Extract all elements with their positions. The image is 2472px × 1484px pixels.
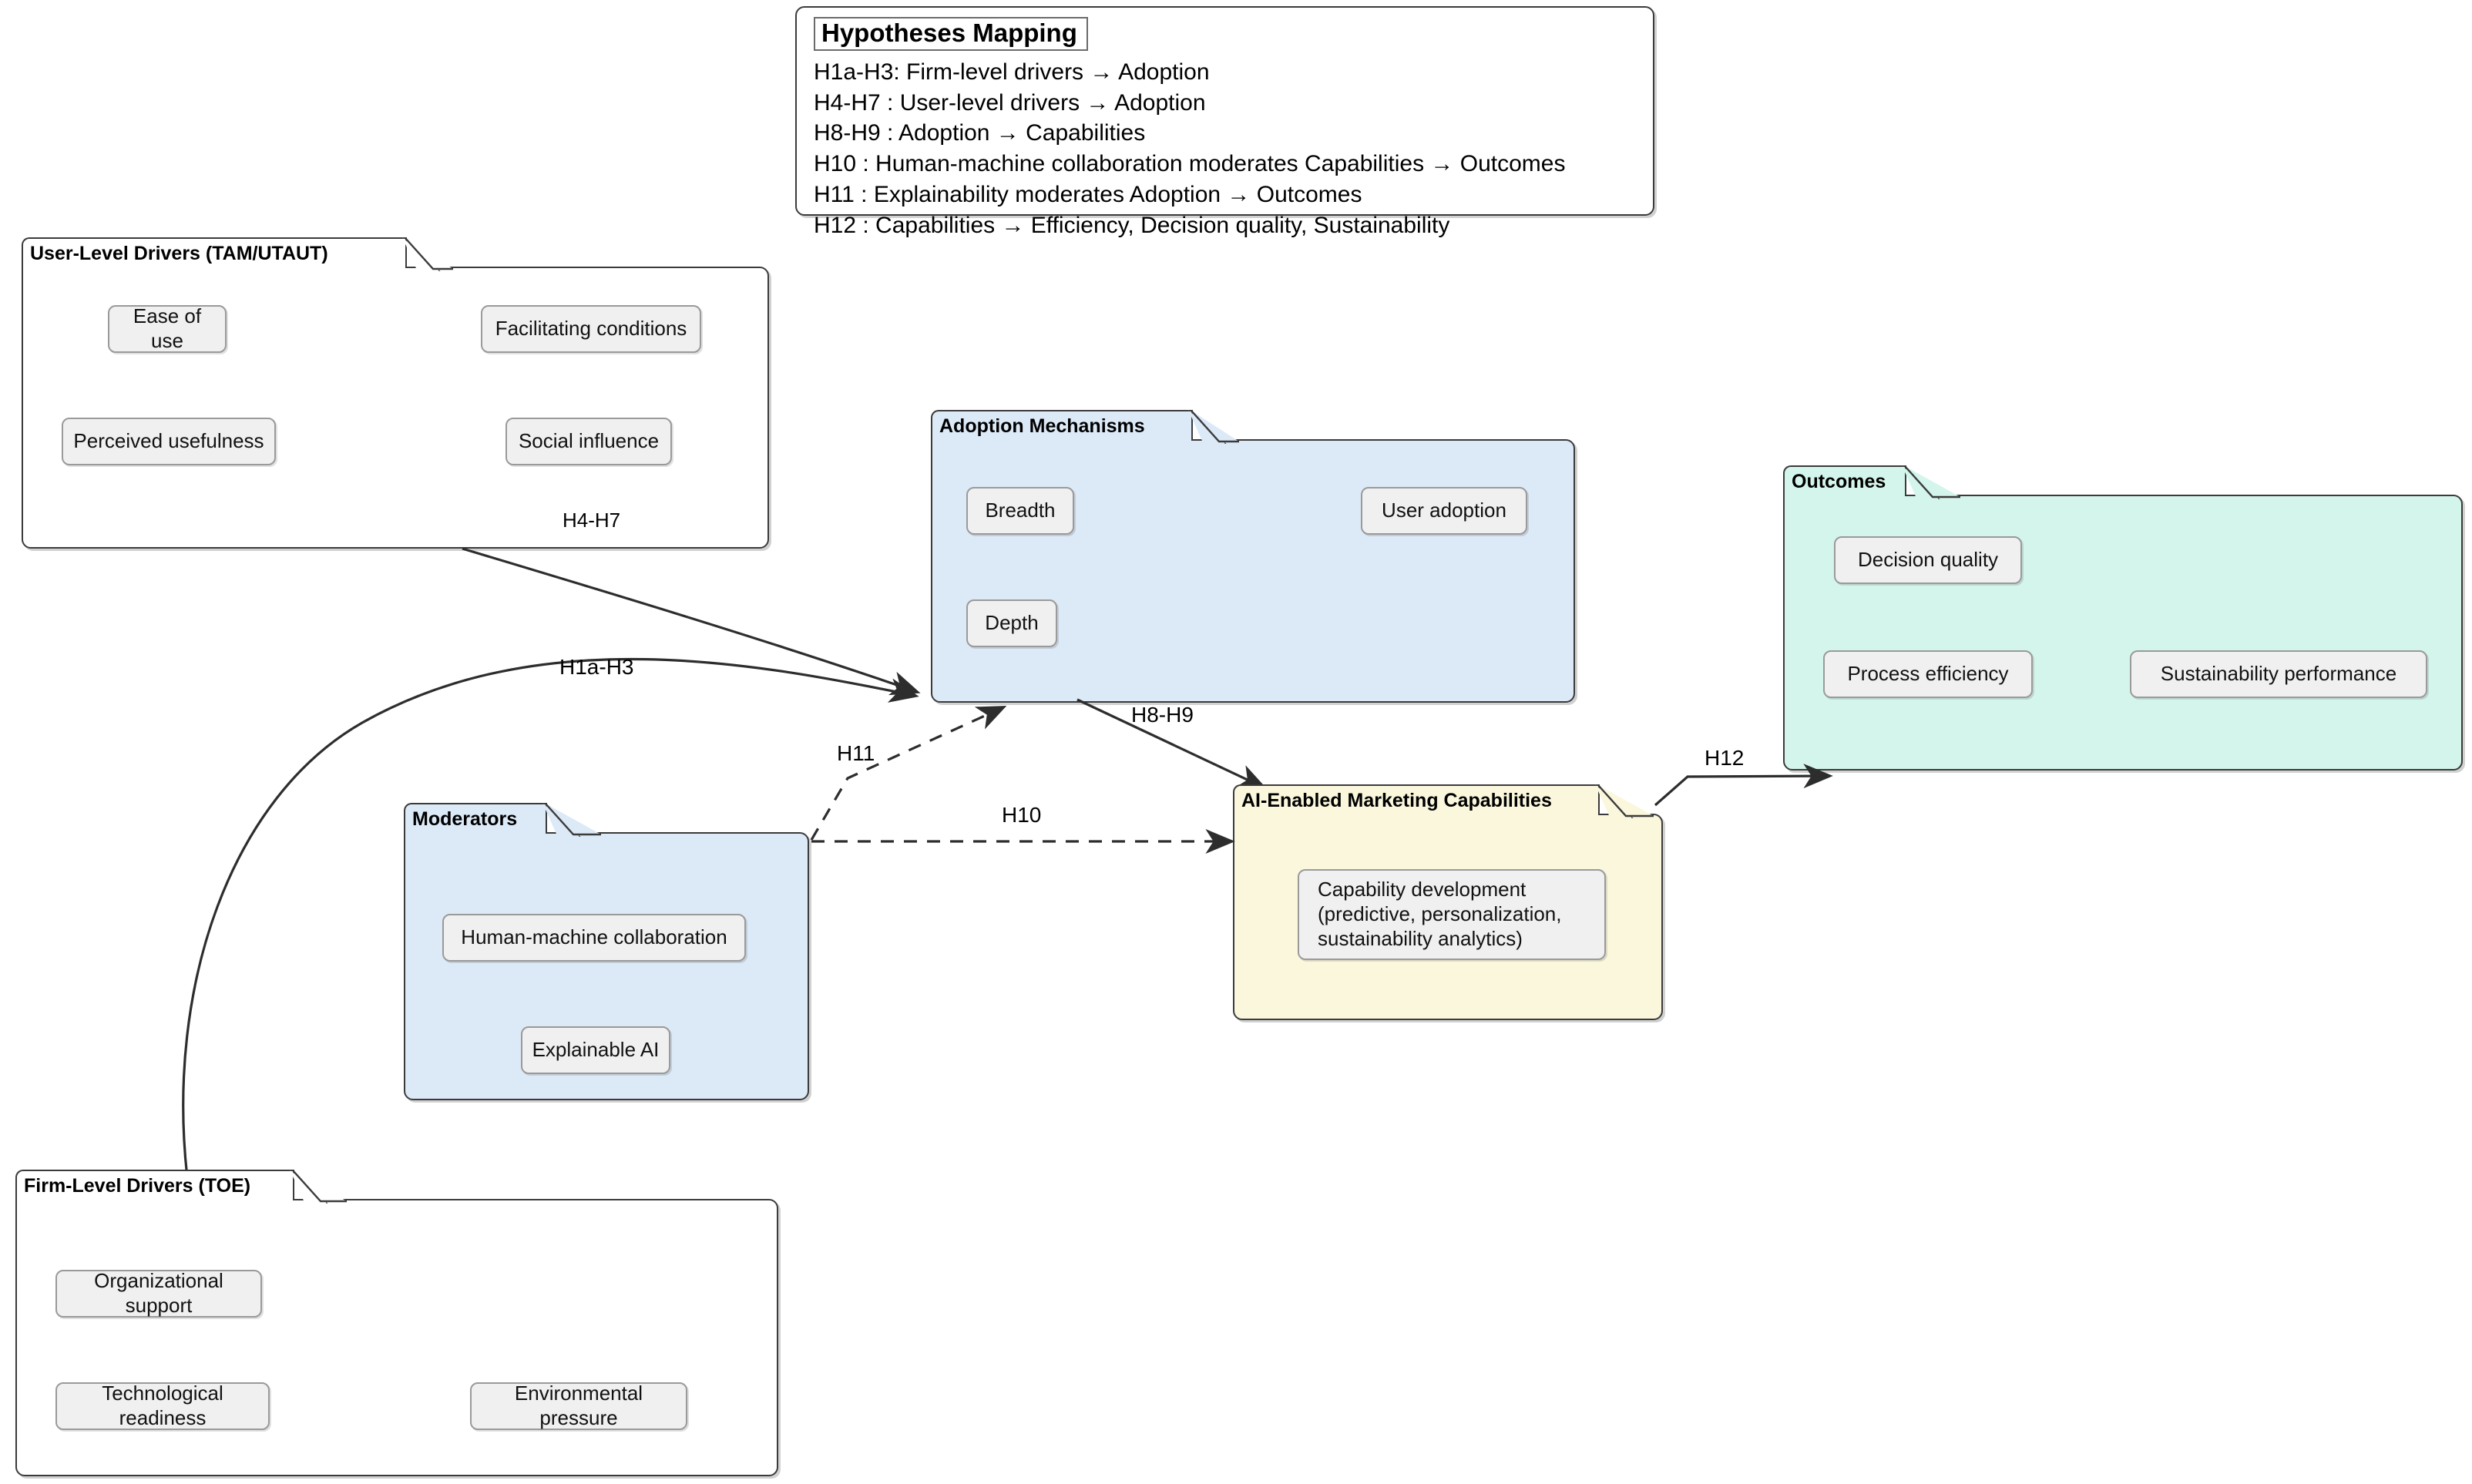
edge-h11 [810, 706, 1007, 841]
legend-title: Hypotheses Mapping [814, 17, 1088, 51]
node-process-efficiency[interactable]: Process efficiency [1823, 650, 2033, 698]
node-breadth[interactable]: Breadth [966, 487, 1074, 535]
package-outcomes-tab: Outcomes [1783, 465, 1906, 496]
legend-line-h11: H11 : Explainability moderates Adoption … [814, 182, 1362, 208]
node-label: Facilitating conditions [495, 317, 687, 341]
package-adoption-mechanisms-tab: Adoption Mechanisms [931, 410, 1193, 441]
edge-label-h12: H12 [1705, 746, 1745, 770]
package-adoption-mechanisms-body [931, 439, 1575, 703]
node-sustainability-performance[interactable]: Sustainability performance [2130, 650, 2427, 698]
edge-label-h8-h9: H8-H9 [1131, 703, 1194, 727]
edge-h4h7 [462, 547, 921, 696]
node-explainable-ai[interactable]: Explainable AI [521, 1026, 670, 1074]
node-label: Ease of use [133, 304, 202, 352]
node-label: Social influence [518, 429, 660, 453]
legend-line-h10: H10 : Human-machine collaboration modera… [814, 151, 1566, 177]
node-label: Technological readiness [102, 1382, 223, 1429]
node-depth[interactable]: Depth [966, 599, 1057, 647]
node-label: Environmental pressure [514, 1382, 643, 1429]
package-adoption-mechanisms[interactable]: Adoption Mechanisms Breadth User adoptio… [931, 410, 1575, 703]
package-capabilities-tab: AI-Enabled Marketing Capabilities [1233, 784, 1600, 815]
package-outcomes-title: Outcomes [1792, 470, 1886, 492]
node-perceived-usefulness[interactable]: Perceived usefulness [62, 418, 276, 465]
node-label: Human-machine collaboration [461, 925, 727, 949]
package-moderators[interactable]: Moderators Human-machine collaboration E… [404, 803, 809, 1100]
node-label: Breadth [985, 499, 1056, 522]
package-moderators-title: Moderators [412, 807, 518, 830]
node-label: Decision quality [1857, 548, 1999, 572]
legend-line-h4-h7: H4-H7 : User-level drivers → Adoption [814, 89, 1206, 116]
node-label: Process efficiency [1847, 662, 2009, 686]
node-environmental-pressure[interactable]: Environmental pressure [470, 1382, 687, 1430]
package-user-level-drivers-title: User-Level Drivers (TAM/UTAUT) [30, 242, 328, 264]
edge-label-h11: H11 [837, 741, 875, 765]
edge-label-h10: H10 [1002, 803, 1042, 827]
package-moderators-tab: Moderators [404, 803, 547, 834]
legend-line-h1a-h3: H1a-H3: Firm-level drivers → Adoption [814, 59, 1210, 85]
node-capability-development[interactable]: Capability development (predictive, pers… [1298, 869, 1606, 960]
node-label: Sustainability performance [2160, 662, 2397, 686]
edge-label-h4h7: H4-H7 [563, 509, 621, 532]
node-ease-of-use[interactable]: Ease of use [108, 304, 227, 353]
legend-line-h12: H12 : Capabilities → Efficiency, Decisio… [814, 213, 1450, 239]
package-outcomes[interactable]: Outcomes Decision quality Process effici… [1783, 465, 2463, 771]
node-technological-readiness[interactable]: Technological readiness [55, 1382, 270, 1430]
package-adoption-mechanisms-title: Adoption Mechanisms [939, 415, 1145, 437]
node-social-influence[interactable]: Social influence [505, 418, 672, 465]
package-ai-enabled-marketing-capabilities[interactable]: AI-Enabled Marketing Capabilities Capabi… [1233, 784, 1663, 1020]
node-label: Organizational support [94, 1269, 223, 1317]
edge-label-h1a-h3: H1a-H3 [559, 655, 634, 679]
node-label: Capability development (predictive, pers… [1318, 878, 1562, 950]
package-user-level-drivers[interactable]: User-Level Drivers (TAM/UTAUT) Ease of u… [22, 237, 769, 549]
package-user-level-drivers-tab: User-Level Drivers (TAM/UTAUT) [22, 237, 407, 268]
package-firm-level-drivers-title: Firm-Level Drivers (TOE) [24, 1174, 251, 1197]
node-organizational-support[interactable]: Organizational support [55, 1269, 262, 1318]
node-label: User adoption [1382, 499, 1506, 522]
node-label: Explainable AI [532, 1038, 660, 1062]
node-decision-quality[interactable]: Decision quality [1834, 536, 2022, 584]
package-firm-level-drivers-tab: Firm-Level Drivers (TOE) [15, 1170, 294, 1200]
edge-h12 [1654, 764, 1833, 807]
package-firm-level-drivers[interactable]: Firm-Level Drivers (TOE) Organizational … [15, 1170, 778, 1476]
node-facilitating-conditions[interactable]: Facilitating conditions [481, 305, 701, 353]
hypotheses-mapping-legend: Hypotheses Mapping H1a-H3: Firm-level dr… [795, 6, 1654, 238]
node-label: Perceived usefulness [73, 429, 264, 453]
node-human-machine-collaboration[interactable]: Human-machine collaboration [442, 914, 746, 962]
legend-line-h8-h9: H8-H9 : Adoption → Capabilities [814, 120, 1146, 146]
node-label: Depth [985, 611, 1039, 635]
package-capabilities-title: AI-Enabled Marketing Capabilities [1241, 789, 1552, 811]
package-firm-level-drivers-body [15, 1199, 778, 1476]
node-user-adoption[interactable]: User adoption [1361, 487, 1527, 535]
